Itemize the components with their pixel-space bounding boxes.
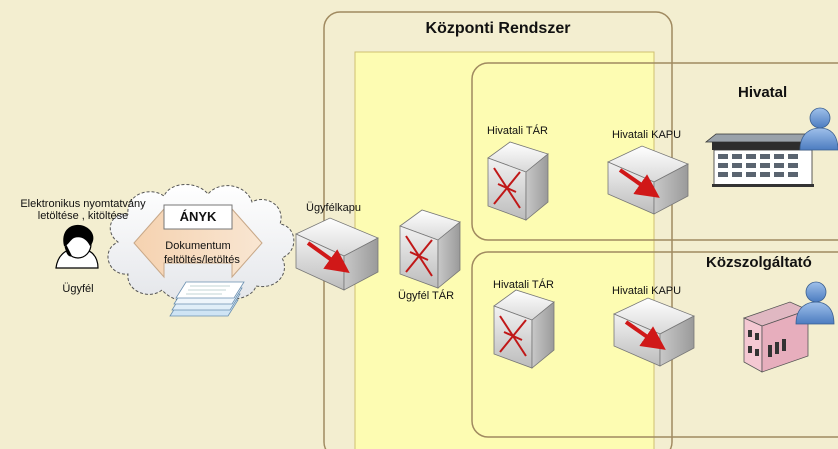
document-transfer-label: Dokumentum feltöltés/letöltés (164, 239, 240, 267)
ugyfel-tar-storage-icon (399, 209, 461, 289)
anyk-box (163, 204, 233, 230)
central-system-title: Központi Rendszer (425, 20, 571, 37)
hivatal-frame (471, 62, 838, 241)
hivatal-gate-label: Hivatali KAPU (612, 129, 682, 141)
hivatal-gate-icon (607, 145, 689, 215)
kozszolgaltato-building-icon (742, 301, 810, 373)
client-note: Elektronikus nyomtatvány letöltése , kit… (0, 198, 166, 222)
hivatal-person-icon (799, 107, 838, 151)
kozszolgaltato-person-icon (795, 281, 835, 325)
kozszolgaltato-storage-icon (493, 289, 555, 369)
document-transfer-line1: Dokumentum (165, 240, 231, 252)
hivatal-storage-label: Hivatali TÁR (487, 125, 548, 137)
ugyfelkapu-label: Ügyfélkapu (306, 202, 362, 214)
document-transfer-line2: feltöltés/letöltés (164, 254, 240, 266)
kozszolgaltato-storage-label: Hivatali TÁR (493, 279, 554, 291)
hivatal-building-icon (704, 133, 820, 187)
anyk-label: ÁNYK (179, 209, 217, 224)
client-person-icon (55, 224, 99, 269)
client-person-label: Ügyfél (62, 283, 94, 295)
ugyfelkapu-gateway-icon (295, 217, 379, 291)
kozszolgaltato-frame (471, 251, 838, 438)
ugyfel-tar-label: Ügyfél TÁR (398, 290, 455, 302)
hivatal-storage-icon (487, 141, 549, 221)
document-stack-icon (169, 281, 245, 317)
client-note-line2: letöltése , kitöltése (37, 210, 129, 222)
kozszolgaltato-gate-label: Hivatali KAPU (612, 285, 682, 297)
client-note-line1: Elektronikus nyomtatvány (20, 198, 146, 210)
kozszolgaltato-gate-icon (613, 297, 695, 367)
kozszolgaltato-title: Közszolgáltató (706, 254, 812, 271)
hivatal-title: Hivatal (738, 84, 788, 101)
